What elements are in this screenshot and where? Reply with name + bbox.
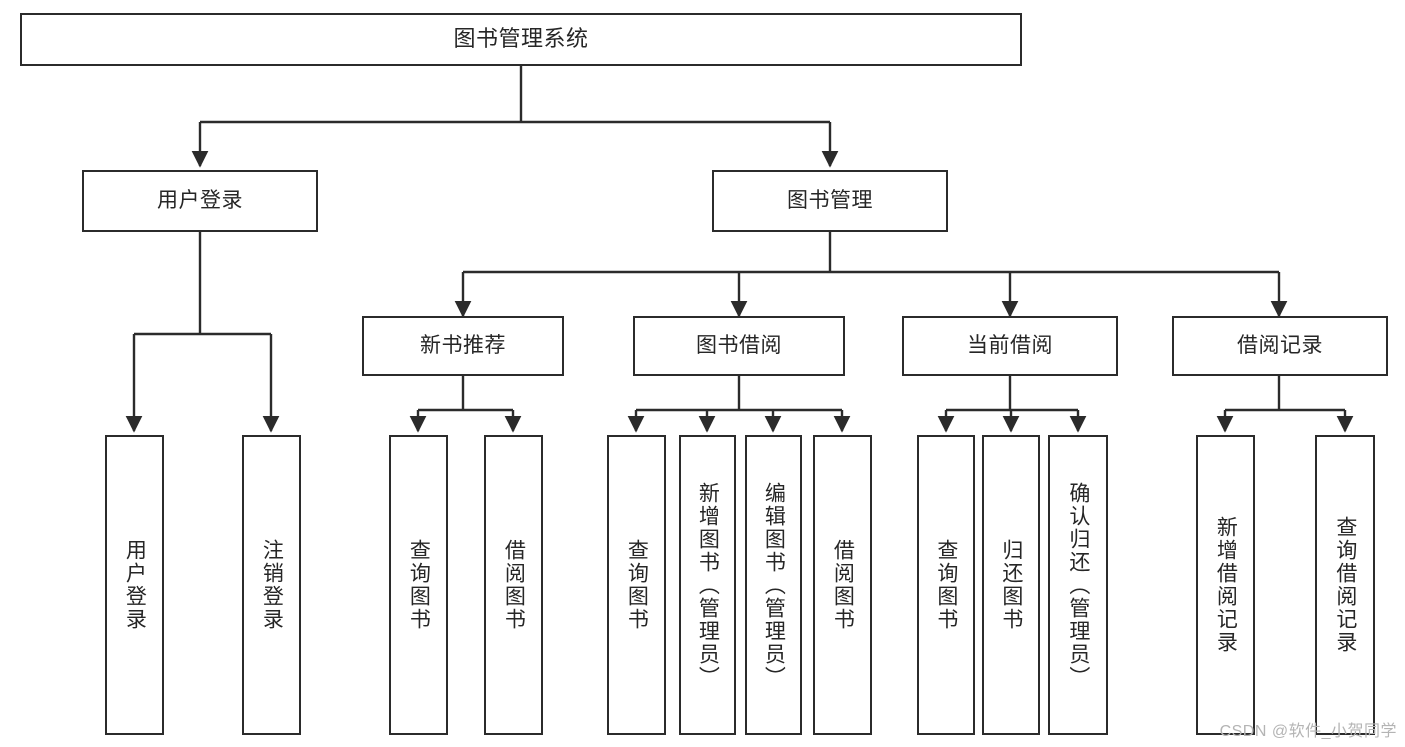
node-new-book-recommend[interactable]: 新书推荐 <box>362 316 564 376</box>
node-borrow-record[interactable]: 借阅记录 <box>1172 316 1388 376</box>
leaf-record-add-record[interactable]: 新增借阅记录 <box>1196 435 1255 735</box>
node-label: 借阅图书 <box>502 539 526 631</box>
node-label: 编辑图书（管理员） <box>762 481 786 689</box>
node-current-borrow[interactable]: 当前借阅 <box>902 316 1118 376</box>
node-root-book-management-system[interactable]: 图书管理系统 <box>20 13 1022 66</box>
node-user-login[interactable]: 用户登录 <box>82 170 318 232</box>
leaf-borrow-edit-book-admin[interactable]: 编辑图书（管理员） <box>745 435 802 735</box>
node-label: 图书管理系统 <box>453 26 589 52</box>
node-label: 借阅记录 <box>1237 334 1323 358</box>
node-book-borrow[interactable]: 图书借阅 <box>633 316 845 376</box>
node-label: 查询借阅记录 <box>1333 516 1357 654</box>
node-label: 用户登录 <box>157 189 243 213</box>
leaf-user-login[interactable]: 用户登录 <box>105 435 164 735</box>
node-label: 查询图书 <box>407 539 431 631</box>
node-label: 图书借阅 <box>696 334 782 358</box>
node-label: 查询图书 <box>625 539 649 631</box>
node-label: 新增借阅记录 <box>1214 516 1238 654</box>
node-label: 注销登录 <box>260 539 284 631</box>
leaf-record-query-record[interactable]: 查询借阅记录 <box>1315 435 1375 735</box>
leaf-logout[interactable]: 注销登录 <box>242 435 301 735</box>
leaf-borrow-add-book-admin[interactable]: 新增图书（管理员） <box>679 435 736 735</box>
leaf-current-query-book[interactable]: 查询图书 <box>917 435 975 735</box>
leaf-current-return-book[interactable]: 归还图书 <box>982 435 1040 735</box>
node-label: 当前借阅 <box>967 334 1053 358</box>
leaf-borrow-borrow-book[interactable]: 借阅图书 <box>813 435 872 735</box>
leaf-newbook-query-book[interactable]: 查询图书 <box>389 435 448 735</box>
node-label: 查询图书 <box>934 539 958 631</box>
node-label: 确认归还（管理员） <box>1066 481 1090 689</box>
node-label: 借阅图书 <box>831 539 855 631</box>
node-label: 新书推荐 <box>420 334 506 358</box>
node-label: 新增图书（管理员） <box>696 481 720 689</box>
node-label: 归还图书 <box>999 539 1023 631</box>
node-label: 用户登录 <box>123 539 147 631</box>
csdn-watermark: CSDN @软件_小贺同学 <box>1219 723 1397 740</box>
node-label: 图书管理 <box>787 189 873 213</box>
leaf-newbook-borrow-book[interactable]: 借阅图书 <box>484 435 543 735</box>
leaf-current-confirm-return-admin[interactable]: 确认归还（管理员） <box>1048 435 1108 735</box>
leaf-borrow-query-book[interactable]: 查询图书 <box>607 435 666 735</box>
node-book-management[interactable]: 图书管理 <box>712 170 948 232</box>
